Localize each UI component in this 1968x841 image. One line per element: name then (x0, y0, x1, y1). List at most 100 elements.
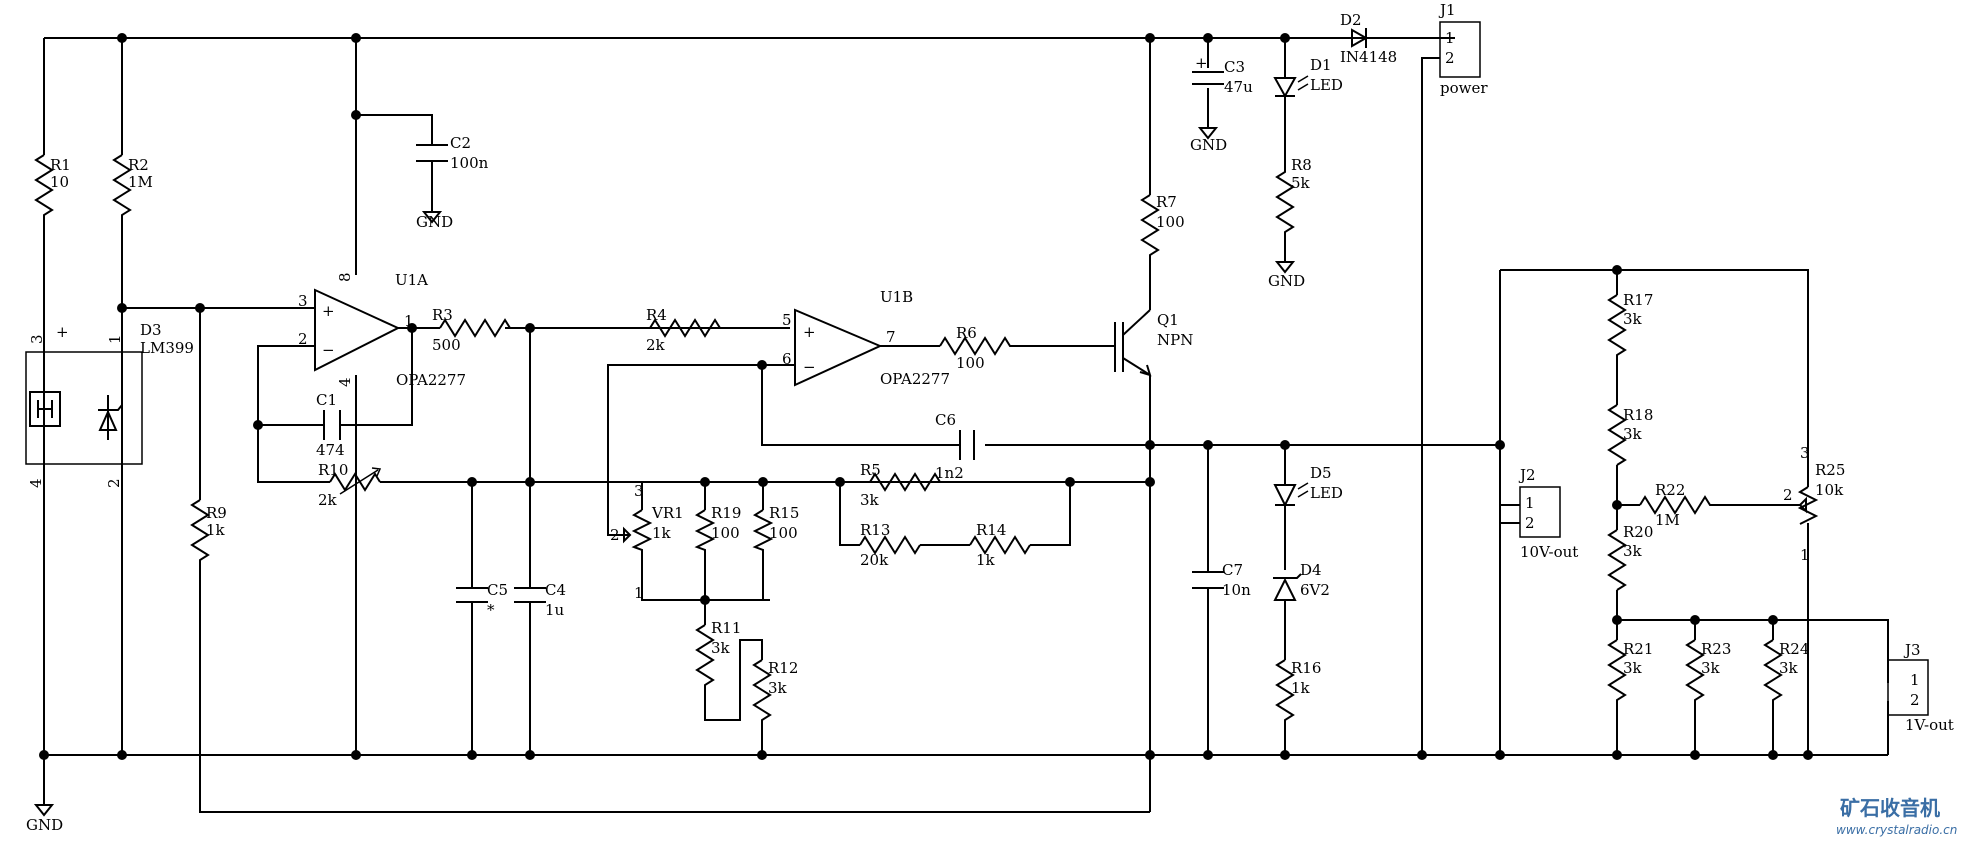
svg-text:LED: LED (1310, 76, 1343, 94)
svg-text:1n2: 1n2 (935, 464, 964, 482)
svg-text:47u: 47u (1224, 78, 1253, 96)
resistor-R4: R4 2k (646, 306, 721, 354)
svg-text:1: 1 (1525, 494, 1535, 512)
svg-text:矿石收音机: 矿石收音机 (1840, 796, 1940, 820)
wires (43, 37, 1889, 813)
svg-text:+: + (56, 323, 69, 341)
svg-text:R3: R3 (432, 306, 453, 324)
svg-text:2: 2 (1525, 514, 1535, 532)
svg-text:R1: R1 (50, 156, 71, 174)
svg-text:500: 500 (432, 336, 461, 354)
svg-text:1u: 1u (545, 601, 565, 619)
svg-text:R12: R12 (768, 659, 798, 677)
svg-text:R18: R18 (1623, 406, 1653, 424)
connector-J3: 1 2 J3 1V-out (1887, 641, 1954, 734)
svg-text:5: 5 (782, 311, 792, 329)
svg-text:1: 1 (1800, 546, 1810, 564)
svg-text:LED: LED (1310, 484, 1343, 502)
svg-text:R21: R21 (1623, 640, 1653, 658)
svg-text:10n: 10n (1222, 581, 1251, 599)
junction-dots (39, 33, 1813, 760)
svg-text:4: 4 (27, 478, 45, 488)
svg-text:OPA2277: OPA2277 (396, 371, 466, 389)
svg-text:1: 1 (634, 584, 644, 602)
svg-text:7: 7 (886, 328, 896, 346)
svg-text:R24: R24 (1779, 640, 1809, 658)
svg-text:+: + (1195, 54, 1208, 72)
svg-text:8: 8 (336, 272, 354, 282)
svg-text:R17: R17 (1623, 291, 1653, 309)
svg-text:6: 6 (782, 350, 792, 368)
svg-text:3k: 3k (1623, 542, 1643, 560)
ground-symbol-c2: GND (416, 200, 453, 231)
svg-text:R5: R5 (860, 461, 881, 479)
svg-text:D3: D3 (140, 321, 162, 339)
capacitor-C5: C5* (456, 581, 508, 619)
svg-text:100: 100 (1156, 213, 1185, 231)
svg-text:LM399: LM399 (140, 339, 194, 357)
svg-text:IN4148: IN4148 (1340, 48, 1397, 66)
svg-text:100n: 100n (450, 154, 489, 172)
svg-text:R11: R11 (711, 619, 741, 637)
svg-text:1k: 1k (652, 524, 672, 542)
svg-text:2: 2 (105, 478, 123, 488)
svg-text:1k: 1k (1291, 679, 1311, 697)
svg-text:3k: 3k (711, 639, 731, 657)
svg-text:R9: R9 (206, 504, 227, 522)
opamp-U1B: + − U1B OPA2277 5 6 7 (782, 288, 950, 388)
svg-text:3k: 3k (1623, 425, 1643, 443)
svg-text:R14: R14 (976, 521, 1006, 539)
ground-symbol-main: GND (26, 804, 63, 834)
svg-text:6V2: 6V2 (1300, 581, 1330, 599)
svg-text:R10: R10 (318, 461, 348, 479)
svg-text:4: 4 (336, 377, 354, 387)
svg-text:GND: GND (1268, 272, 1305, 290)
opamp-U1A: + − U1A OPA2277 8 3 2 1 4 (298, 271, 466, 389)
svg-text:20k: 20k (860, 551, 889, 569)
svg-text:3k: 3k (768, 679, 788, 697)
svg-text:R6: R6 (956, 324, 977, 342)
svg-text:2: 2 (298, 330, 308, 348)
svg-text:2k: 2k (646, 336, 666, 354)
resistor-R6: R6 100 (939, 324, 1020, 372)
resistor-R13: R13 20k (859, 521, 921, 569)
svg-text:3k: 3k (1623, 659, 1643, 677)
watermark: 矿石收音机 www.crystalradio.cn (1836, 796, 1957, 837)
ground-symbol-c3: GND (1190, 123, 1227, 154)
svg-text:100: 100 (769, 524, 798, 542)
svg-text:J3: J3 (1903, 641, 1921, 659)
svg-text:R13: R13 (860, 521, 890, 539)
svg-text:D2: D2 (1340, 11, 1362, 29)
svg-text:2: 2 (1445, 49, 1455, 67)
svg-text:10: 10 (50, 173, 69, 191)
svg-text:10V-out: 10V-out (1520, 543, 1578, 561)
svg-text:R4: R4 (646, 306, 667, 324)
svg-text:www.crystalradio.cn: www.crystalradio.cn (1836, 823, 1957, 837)
svg-text:R15: R15 (769, 504, 799, 522)
svg-text:100: 100 (956, 354, 985, 372)
svg-text:1k: 1k (976, 551, 996, 569)
svg-text:3k: 3k (1701, 659, 1721, 677)
svg-text:474: 474 (316, 441, 345, 459)
connector-J1: 1 2 J1 power (1438, 1, 1488, 97)
